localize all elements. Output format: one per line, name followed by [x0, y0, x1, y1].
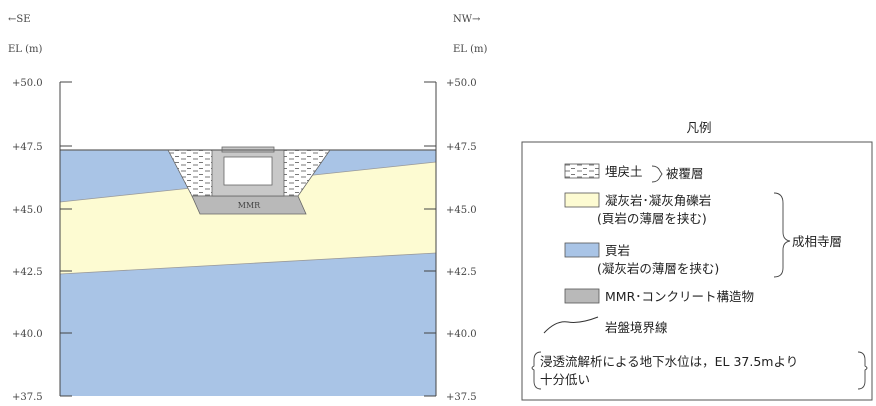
legend-swatch-shale — [564, 242, 600, 258]
legend-tuff-label: 凝灰岩･凝灰角礫岩 — [605, 193, 711, 208]
legend-note-bracket-left — [531, 351, 542, 390]
legend-backfill-label: 埋戻土 — [605, 164, 643, 179]
legend-groundwater-note-cont: 十分低い — [540, 372, 590, 387]
elevation-label-right: +47.5 — [446, 142, 477, 153]
legend-mmr-label: MMR･コンクリート構造物 — [605, 289, 754, 304]
elevation-label-right: +37.5 — [446, 392, 477, 403]
elevation-label-right: +40.0 — [446, 329, 477, 340]
el-axis-label-right: EL (m) — [453, 44, 488, 55]
elevation-label-right: +50.0 — [446, 78, 477, 89]
elevation-label-left: +40.0 — [12, 329, 43, 340]
legend-tuff-note: (頁岩の薄層を挟む) — [597, 211, 707, 226]
mmr-label: MMR — [238, 201, 261, 210]
elevation-label-left: +42.5 — [12, 267, 43, 278]
legend-box — [521, 141, 873, 401]
legend-boundary-line — [543, 316, 599, 334]
elevation-label-left: +50.0 — [12, 78, 43, 89]
legend-shale-note: (凝灰岩の薄層を挟む) — [597, 261, 719, 276]
direction-nw-label: NW→ — [453, 14, 481, 25]
elevation-label-right: +45.0 — [446, 205, 477, 216]
legend: 凡例 埋戻土 被覆層 凝灰岩･凝灰角礫岩 (頁岩の薄層を挟む) 頁岩 (凝灰岩の… — [521, 120, 873, 401]
legend-swatch-backfill-hatch — [565, 164, 599, 178]
el-axis-label-left: EL (m) — [8, 44, 43, 55]
legend-groundwater-note: 浸透流解析による地下水位は，EL 37.5mより — [540, 354, 798, 369]
legend-brace-cover — [651, 165, 663, 183]
direction-se-label: ←SE — [8, 14, 31, 25]
legend-note-bracket-right — [857, 351, 868, 390]
legend-boundary-label: 岩盤境界線 — [605, 320, 668, 335]
legend-shale-label: 頁岩 — [605, 243, 630, 258]
legend-cover-label: 被覆層 — [666, 166, 704, 181]
legend-brace-formation — [773, 192, 791, 278]
elevation-label-left: +37.5 — [12, 392, 43, 403]
elevation-label-left: +45.0 — [12, 205, 43, 216]
elevation-label-right: +42.5 — [446, 267, 477, 278]
tuff-layer — [60, 162, 436, 274]
legend-swatch-mmr — [564, 288, 600, 304]
legend-swatch-tuff — [564, 192, 600, 208]
legend-title: 凡例 — [686, 120, 711, 135]
left-elevation-axis — [59, 81, 72, 397]
rock-boundary-lower — [59, 252, 437, 275]
right-elevation-axis — [424, 81, 437, 397]
box-culvert-inner — [223, 156, 273, 186]
elevation-label-left: +47.5 — [12, 142, 43, 153]
legend-formation-label: 成相寺層 — [792, 234, 842, 249]
